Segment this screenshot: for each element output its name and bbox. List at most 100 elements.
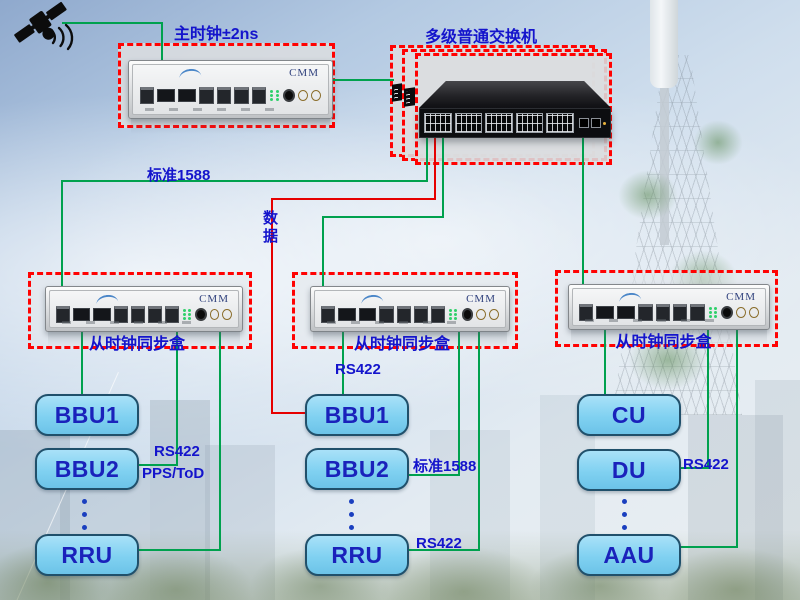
port-group-icon bbox=[424, 113, 452, 133]
link-slaveL-rru-h bbox=[135, 549, 221, 551]
link-switch-slave-mid-v1 bbox=[442, 126, 444, 218]
node-bbu2-middle: BBU2 bbox=[305, 448, 409, 490]
sfp-port-icon bbox=[93, 307, 111, 321]
link-slaveM-bbu1 bbox=[342, 324, 344, 395]
rj45-port-icon bbox=[690, 303, 705, 321]
power-jack-icon bbox=[282, 89, 295, 102]
link-data-v1 bbox=[434, 126, 436, 200]
vendor-logo-icon bbox=[178, 67, 202, 81]
rj45-port-icon bbox=[56, 305, 70, 323]
link-slaveL-bbu2-h bbox=[135, 464, 178, 466]
rj45-port-icon bbox=[199, 87, 214, 104]
link-switch-slave-left-h bbox=[61, 180, 428, 182]
sfp-port-icon bbox=[157, 89, 176, 102]
rj45-port-icon bbox=[251, 87, 267, 104]
rj45-port-icon bbox=[130, 305, 145, 323]
link-slaveR-cu bbox=[604, 322, 606, 395]
label-mid-rs422: RS422 bbox=[335, 361, 381, 378]
antenna-connector-icon bbox=[476, 308, 487, 320]
vendor-logo-icon bbox=[618, 291, 642, 305]
switch-faceplate bbox=[419, 108, 611, 138]
antenna-connector-icon bbox=[489, 308, 500, 320]
node-rru-left: RRU bbox=[35, 534, 139, 576]
link-data-v2 bbox=[271, 198, 273, 414]
link-satellite-master-v bbox=[161, 22, 163, 68]
ellipsis-dots bbox=[349, 499, 354, 538]
stack-module-icon bbox=[392, 83, 402, 102]
link-slaveM-bbu2-v bbox=[458, 324, 460, 476]
antenna-connector-icon bbox=[749, 306, 759, 318]
ellipsis-dots bbox=[622, 499, 627, 538]
master-clock-device: CMM bbox=[128, 60, 333, 134]
sfp-port-icon bbox=[338, 307, 356, 321]
rj45-port-icon bbox=[147, 305, 162, 323]
vendor-logo-icon bbox=[360, 293, 384, 307]
slave-clock-label-middle: 从时钟同步盒 bbox=[353, 336, 450, 353]
link-switch-slave-left-v1 bbox=[426, 126, 428, 182]
rj45-port-icon bbox=[379, 305, 394, 323]
slave-clock-device-right: CMM bbox=[568, 284, 770, 345]
power-jack-icon bbox=[194, 307, 207, 321]
link-satellite-master-h bbox=[62, 22, 163, 24]
slave-clock-device-middle: CMM bbox=[310, 286, 510, 347]
master-clock-faceplate: CMM bbox=[132, 64, 329, 115]
rj45-port-icon bbox=[672, 303, 688, 321]
link-slaveL-bbu2-v bbox=[176, 324, 178, 466]
label-mid-std1588: 标准1588 bbox=[413, 458, 477, 475]
rj45-port-icon bbox=[579, 303, 594, 321]
ellipsis-dots bbox=[82, 499, 87, 538]
node-bbu1-left: BBU1 bbox=[35, 394, 139, 436]
link-data-h1 bbox=[271, 198, 436, 200]
node-bbu1-middle: BBU1 bbox=[305, 394, 409, 436]
link-switch-slave-left-v2 bbox=[61, 180, 63, 298]
rj45-port-icon bbox=[396, 305, 411, 323]
slave-clock-faceplate: CMM bbox=[49, 290, 239, 328]
node-aau: AAU bbox=[577, 534, 681, 576]
label-left-pps-tod: PPS/ToD bbox=[142, 465, 205, 482]
status-leds-icon bbox=[708, 306, 719, 319]
sfp-port-icon bbox=[178, 89, 197, 102]
status-leds-icon bbox=[182, 308, 192, 321]
uplink-ports-icon bbox=[578, 118, 606, 128]
link-slaveR-du-v bbox=[707, 322, 709, 469]
rj45-port-icon bbox=[234, 87, 249, 104]
link-data-h2 bbox=[271, 412, 307, 414]
cmm-label: CMM bbox=[466, 293, 496, 305]
vendor-logo-icon bbox=[95, 293, 119, 307]
cmm-label: CMM bbox=[199, 293, 229, 305]
status-leds-icon bbox=[448, 308, 458, 321]
port-group-icon bbox=[454, 113, 483, 133]
link-slaveR-aau-h bbox=[677, 546, 738, 548]
label-data: 数据 bbox=[261, 210, 278, 246]
satellite-icon bbox=[14, 1, 74, 51]
rj45-port-icon bbox=[430, 305, 446, 323]
sfp-port-icon bbox=[596, 305, 615, 319]
slave-clock-faceplate: CMM bbox=[314, 290, 506, 328]
switch-chassis-top bbox=[419, 81, 611, 108]
antenna-connector-icon bbox=[310, 90, 321, 101]
node-du: DU bbox=[577, 449, 681, 491]
link-switch-slave-right bbox=[582, 126, 584, 296]
link-slaveR-aau-v bbox=[736, 322, 738, 548]
link-switch-slave-mid-h bbox=[322, 216, 444, 218]
power-jack-icon bbox=[461, 307, 474, 321]
stack-module-icon bbox=[404, 87, 415, 107]
ethernet-switch-device bbox=[419, 81, 611, 140]
link-slaveL-rru-v bbox=[219, 324, 221, 551]
rj45-port-icon bbox=[321, 305, 336, 323]
link-slaveR-du-h bbox=[677, 467, 709, 469]
switch-label: 多级普通交换机 bbox=[425, 29, 538, 46]
link-slaveM-bbu2-h bbox=[405, 474, 460, 476]
node-bbu2-left: BBU2 bbox=[35, 448, 139, 490]
slave-clock-faceplate: CMM bbox=[572, 288, 766, 326]
status-leds-icon bbox=[269, 89, 280, 102]
port-group-icon bbox=[546, 113, 574, 133]
cmm-label: CMM bbox=[289, 67, 319, 79]
sfp-port-icon bbox=[72, 307, 91, 321]
cmm-label: CMM bbox=[726, 291, 756, 303]
node-cu: CU bbox=[577, 394, 681, 436]
link-slaveL-bbu1 bbox=[81, 324, 83, 395]
slave-clock-device-left: CMM bbox=[45, 286, 243, 347]
link-switch-slave-mid-v2 bbox=[322, 216, 324, 300]
